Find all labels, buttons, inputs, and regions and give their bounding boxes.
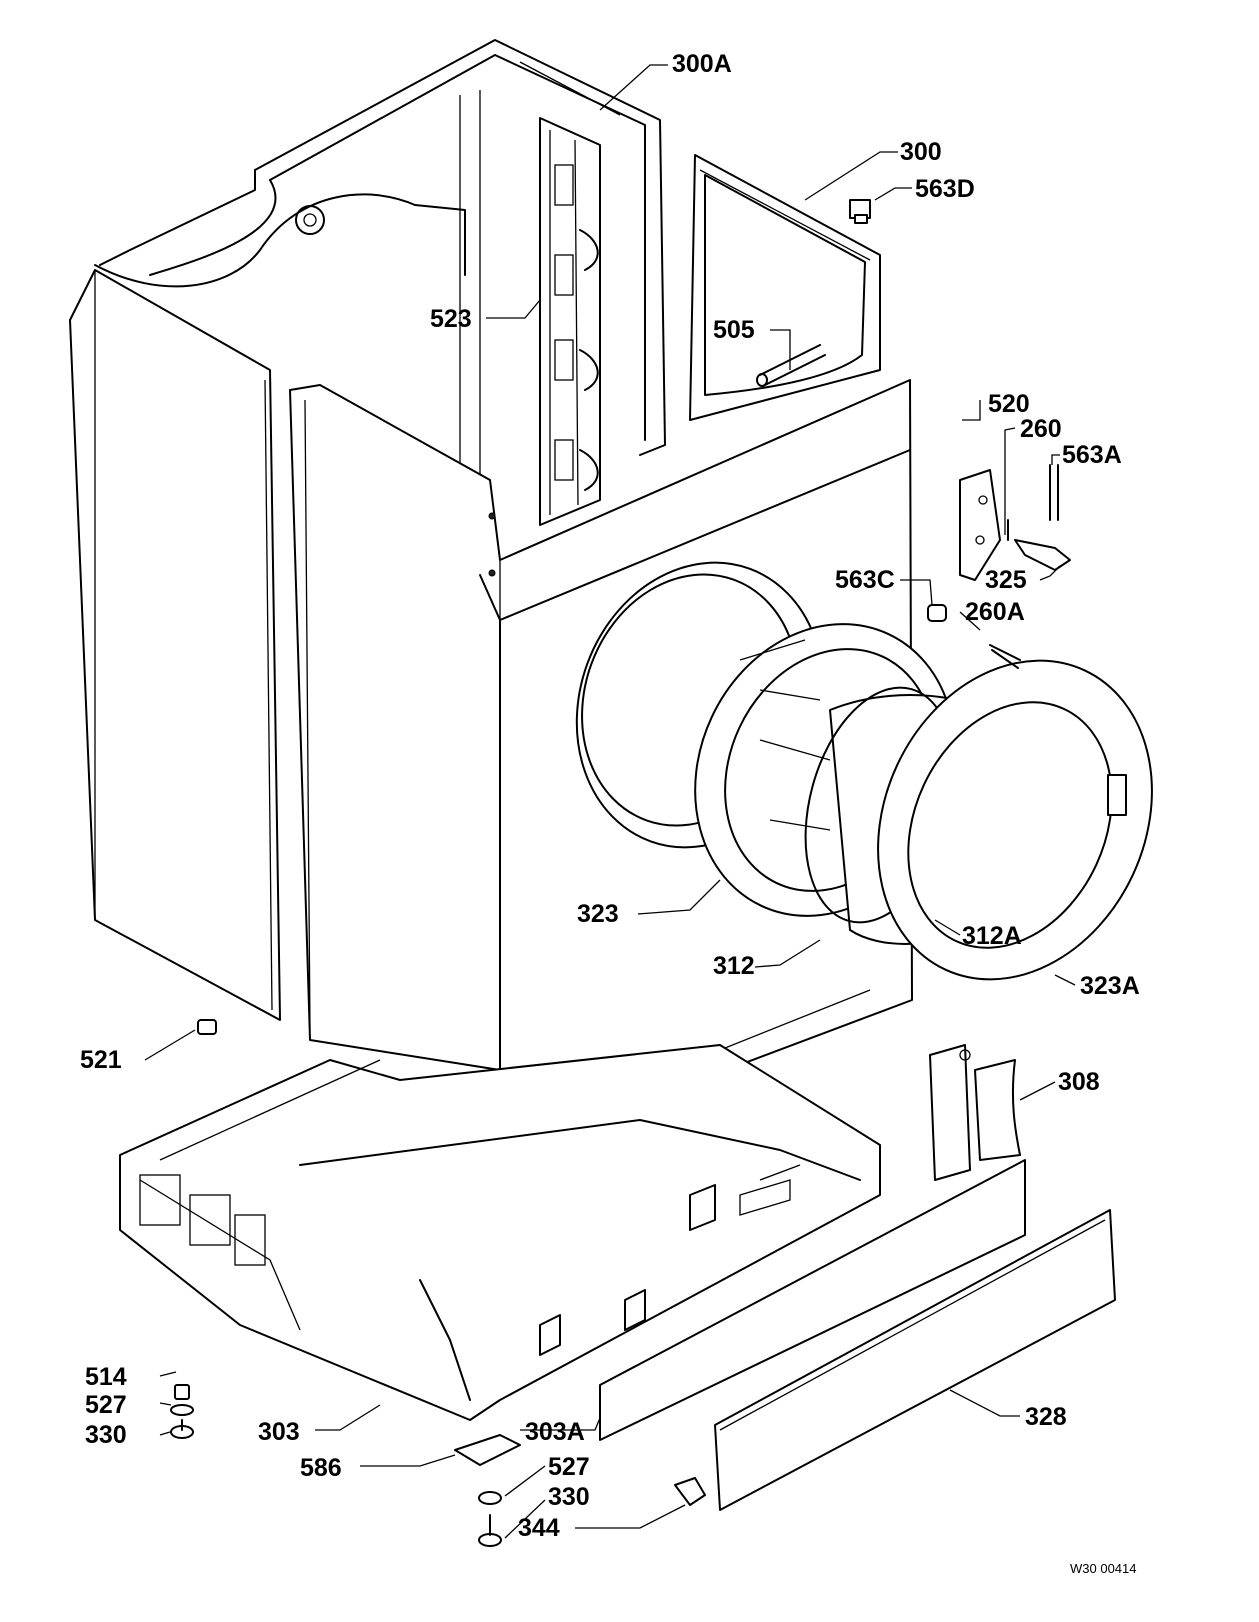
label-563c: 563C [835, 566, 895, 594]
label-563d: 563D [915, 175, 975, 203]
label-330-foot: 330 [548, 1483, 590, 1511]
leader-lines [144, 64, 1076, 1539]
label-328: 328 [1025, 1403, 1067, 1431]
label-312a: 312A [962, 922, 1022, 950]
label-325: 325 [985, 566, 1027, 594]
label-521: 521 [80, 1046, 122, 1074]
label-323: 323 [577, 900, 619, 928]
label-563a: 563A [1062, 441, 1122, 469]
label-303a: 303A [525, 1418, 585, 1446]
rear-duct-523 [539, 117, 601, 526]
label-300: 300 [900, 138, 942, 166]
label-505: 505 [713, 316, 755, 344]
drawing-code: W30 00414 [1070, 1561, 1137, 1576]
small-parts [197, 199, 1021, 1035]
cabinet-frame-300a [94, 39, 666, 500]
left-side-panel [69, 269, 281, 1021]
label-514: 514 [85, 1363, 127, 1391]
label-308: 308 [1058, 1068, 1100, 1096]
right-side-panel-300 [689, 154, 881, 421]
door-ring-323a [877, 659, 1153, 981]
label-520: 520 [988, 390, 1030, 418]
label-527: 527 [85, 1391, 127, 1419]
label-523: 523 [430, 305, 472, 333]
label-323a: 323A [1080, 972, 1140, 1000]
bracket-308 [929, 1044, 1021, 1181]
base-frame-303 [119, 1044, 881, 1421]
label-586: 586 [300, 1454, 342, 1482]
label-260: 260 [1020, 415, 1062, 443]
plinth-328 [599, 1159, 1116, 1511]
label-300a: 300A [672, 50, 732, 78]
label-312: 312 [713, 952, 755, 980]
hinge-520 [959, 464, 1071, 581]
label-330: 330 [85, 1421, 127, 1449]
label-344: 344 [518, 1514, 560, 1542]
label-527-foot: 527 [548, 1453, 590, 1481]
label-303: 303 [258, 1418, 300, 1446]
part-labels: 300A 300 563D 523 505 520 260 563A 325 5… [80, 50, 1140, 1576]
feet-and-screws [170, 1384, 706, 1547]
label-260a: 260A [965, 598, 1025, 626]
